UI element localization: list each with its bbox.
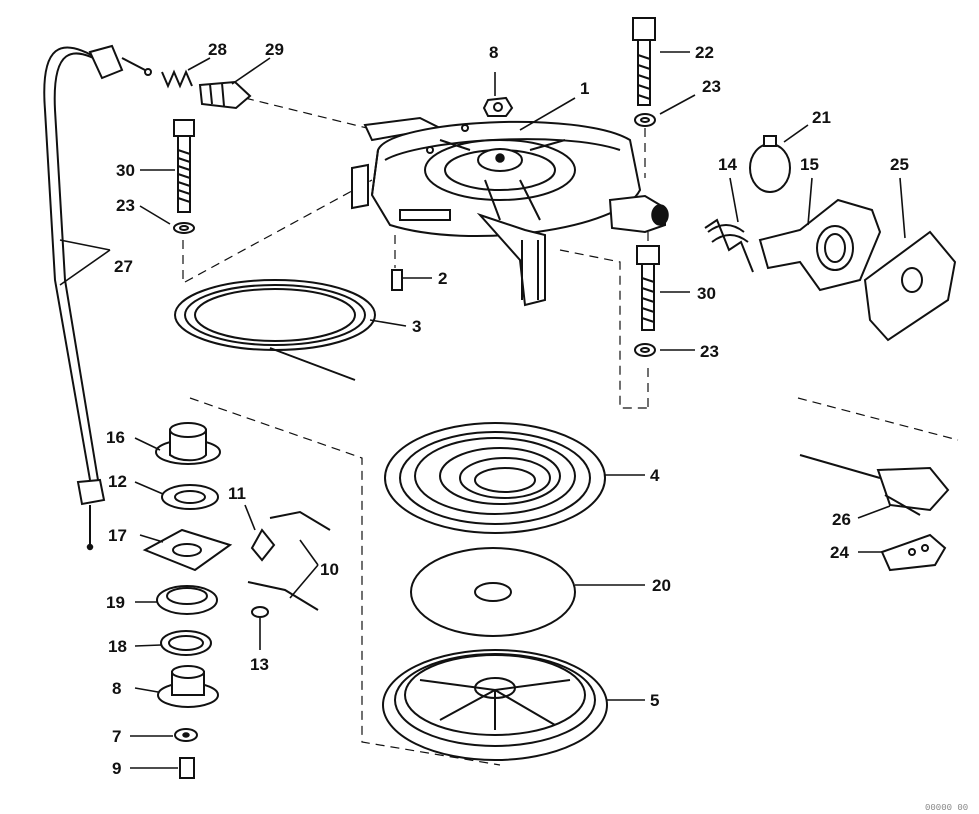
bolt-mid-right	[636, 245, 660, 331]
callout-26: 26	[832, 510, 851, 529]
pawl	[250, 528, 276, 562]
spring-plate	[410, 547, 576, 637]
callout-23-left: 23	[116, 196, 135, 215]
rope-anchor	[880, 533, 947, 572]
assembly-guide-lines	[182, 97, 959, 766]
plunger	[198, 80, 252, 110]
washer-left	[173, 222, 195, 234]
starter-rope	[174, 279, 376, 381]
compression-spring	[704, 218, 754, 273]
callout-10: 10	[320, 560, 339, 579]
callout-23-right: 23	[700, 342, 719, 361]
rewind-starter-housing	[351, 116, 669, 307]
retainer-clip	[251, 606, 269, 618]
callout-29: 29	[265, 40, 284, 59]
callout-20: 20	[652, 576, 671, 595]
hose-clamp	[749, 135, 791, 193]
callout-23-top: 23	[702, 77, 721, 96]
callout-19: 19	[106, 593, 125, 612]
washer-small	[174, 728, 198, 742]
callout-12: 12	[108, 472, 127, 491]
starter-handle	[799, 454, 950, 516]
washer-top-right	[634, 113, 656, 127]
o-ring	[160, 630, 212, 656]
callout-30-left: 30	[116, 161, 135, 180]
callout-13: 13	[250, 655, 269, 674]
callout-9: 9	[112, 759, 121, 778]
callout-11: 11	[228, 484, 246, 503]
part-numbers: 1 8 28 29 30 23 27 2 3 22 23 21 14 15 25…	[106, 40, 909, 778]
bolt-left	[173, 119, 195, 213]
lockout-boot	[758, 198, 882, 292]
callout-5: 5	[650, 691, 659, 710]
gasket-ring	[161, 484, 219, 510]
pulley-hub	[157, 665, 219, 708]
leader-lines	[59, 51, 906, 769]
callout-21: 21	[812, 108, 831, 127]
starter-lockout-cable	[43, 44, 152, 551]
callout-8-top: 8	[489, 43, 498, 62]
callout-17: 17	[108, 526, 127, 545]
callout-14: 14	[718, 155, 737, 174]
bolt-top-right	[632, 17, 656, 106]
screw	[391, 269, 403, 291]
callout-15: 15	[800, 155, 819, 174]
callout-4: 4	[650, 466, 660, 485]
callout-8-bottom: 8	[112, 679, 121, 698]
callout-2: 2	[438, 269, 447, 288]
callout-30-right: 30	[697, 284, 716, 303]
cup	[155, 422, 221, 465]
drawing-code: 00000 00	[925, 803, 968, 813]
callout-24: 24	[830, 543, 849, 562]
nut	[482, 96, 514, 117]
callout-3: 3	[412, 317, 421, 336]
callout-22: 22	[695, 43, 714, 62]
mounting-plate	[142, 528, 233, 572]
callout-16: 16	[106, 428, 125, 447]
screw-small	[179, 757, 195, 779]
seal	[156, 585, 218, 615]
callout-25: 25	[890, 155, 909, 174]
pawl-spring	[247, 510, 331, 611]
washer-mid-right	[634, 343, 656, 357]
pulley	[382, 649, 608, 761]
callout-7: 7	[112, 727, 121, 746]
callout-27: 27	[114, 257, 133, 276]
rewind-spring	[384, 422, 606, 534]
spring	[161, 69, 193, 89]
callout-18: 18	[108, 637, 127, 656]
cover-plate	[863, 230, 957, 342]
callout-28: 28	[208, 40, 227, 59]
callout-1: 1	[580, 79, 589, 98]
